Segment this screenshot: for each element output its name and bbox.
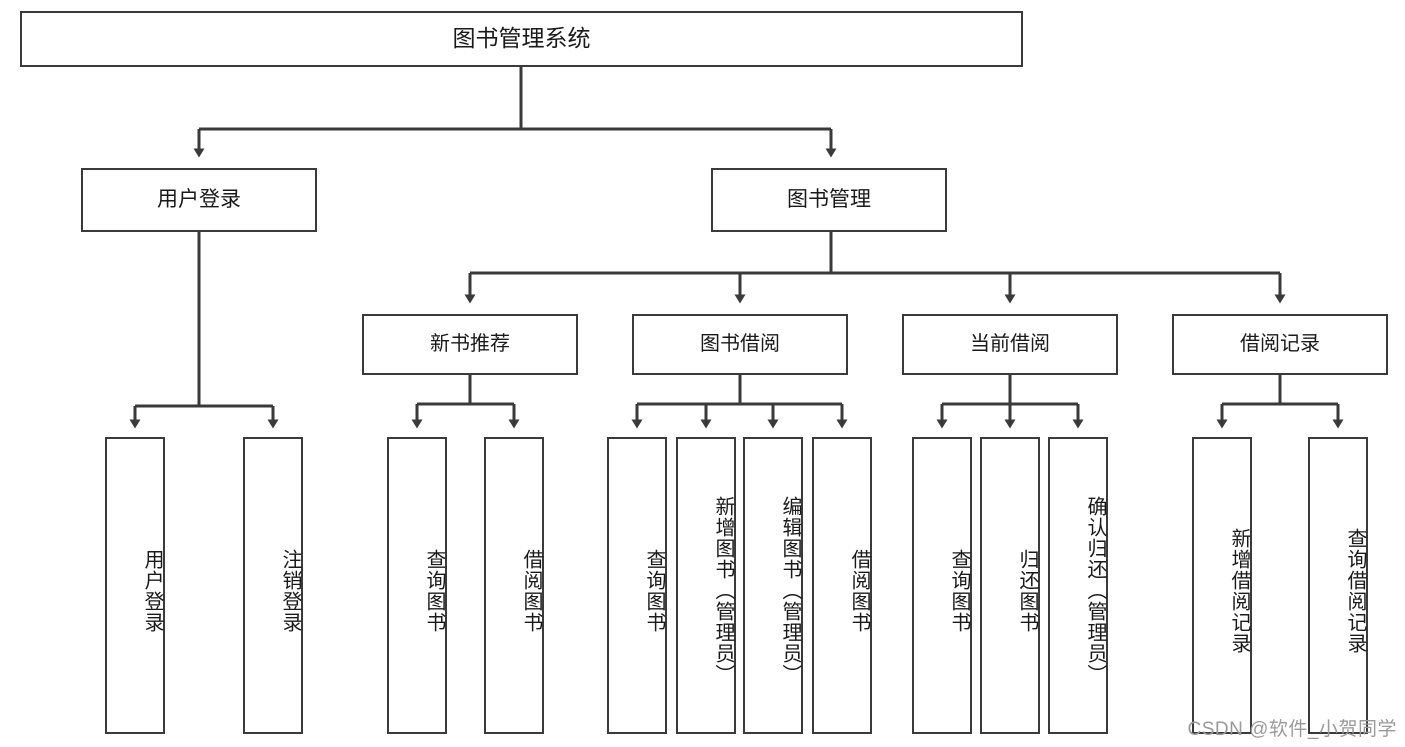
node-book-management-label: 图书管理 bbox=[787, 187, 871, 211]
leaf-query-book-1-label: 查询图书 bbox=[423, 548, 445, 633]
leaf-query-book-3[interactable]: 查询图书 bbox=[912, 437, 972, 734]
leaf-query-book-3-label: 查询图书 bbox=[948, 548, 970, 633]
leaf-user-logout[interactable]: 注销登录 bbox=[243, 437, 303, 734]
node-book-management[interactable]: 图书管理 bbox=[711, 168, 947, 232]
node-book-borrow[interactable]: 图书借阅 bbox=[632, 314, 848, 375]
node-borrow-record[interactable]: 借阅记录 bbox=[1172, 314, 1388, 375]
leaf-add-book[interactable]: 新增图书（管理员） bbox=[676, 437, 736, 734]
node-new-book-recommend[interactable]: 新书推荐 bbox=[362, 314, 578, 375]
leaf-borrow-book-2-label: 借阅图书 bbox=[848, 548, 870, 633]
watermark: CSDN @软件_小贺同学 bbox=[1187, 719, 1397, 740]
leaf-add-record-label: 新增借阅记录 bbox=[1228, 527, 1250, 654]
leaf-user-login-label: 用户登录 bbox=[141, 548, 163, 633]
leaf-confirm-return[interactable]: 确认归还（管理员） bbox=[1048, 437, 1108, 734]
leaf-return-book-label: 归还图书 bbox=[1016, 548, 1038, 633]
leaf-add-record[interactable]: 新增借阅记录 bbox=[1192, 437, 1252, 734]
leaf-add-book-label: 新增图书（管理员） bbox=[712, 496, 734, 685]
leaf-return-book[interactable]: 归还图书 bbox=[980, 437, 1040, 734]
leaf-borrow-book-1[interactable]: 借阅图书 bbox=[484, 437, 544, 734]
leaf-query-book-1[interactable]: 查询图书 bbox=[387, 437, 447, 734]
leaf-edit-book-label: 编辑图书（管理员） bbox=[779, 496, 801, 685]
node-user-login[interactable]: 用户登录 bbox=[81, 168, 317, 232]
leaf-query-record[interactable]: 查询借阅记录 bbox=[1308, 437, 1368, 734]
node-current-borrow[interactable]: 当前借阅 bbox=[902, 314, 1118, 375]
node-book-borrow-label: 图书借阅 bbox=[700, 332, 780, 355]
leaf-query-record-label: 查询借阅记录 bbox=[1344, 527, 1366, 654]
node-root-label: 图书管理系统 bbox=[452, 25, 591, 52]
node-root[interactable]: 图书管理系统 bbox=[20, 11, 1023, 67]
leaf-edit-book[interactable]: 编辑图书（管理员） bbox=[743, 437, 803, 734]
leaf-confirm-return-label: 确认归还（管理员） bbox=[1084, 496, 1106, 685]
node-borrow-record-label: 借阅记录 bbox=[1240, 332, 1320, 355]
node-current-borrow-label: 当前借阅 bbox=[970, 332, 1050, 355]
node-new-book-recommend-label: 新书推荐 bbox=[430, 332, 510, 355]
leaf-query-book-2[interactable]: 查询图书 bbox=[607, 437, 667, 734]
leaf-borrow-book-1-label: 借阅图书 bbox=[520, 548, 542, 633]
leaf-query-book-2-label: 查询图书 bbox=[643, 548, 665, 633]
node-user-login-label: 用户登录 bbox=[157, 187, 241, 211]
leaf-user-logout-label: 注销登录 bbox=[279, 548, 301, 633]
leaf-user-login[interactable]: 用户登录 bbox=[105, 437, 165, 734]
leaf-borrow-book-2[interactable]: 借阅图书 bbox=[812, 437, 872, 734]
